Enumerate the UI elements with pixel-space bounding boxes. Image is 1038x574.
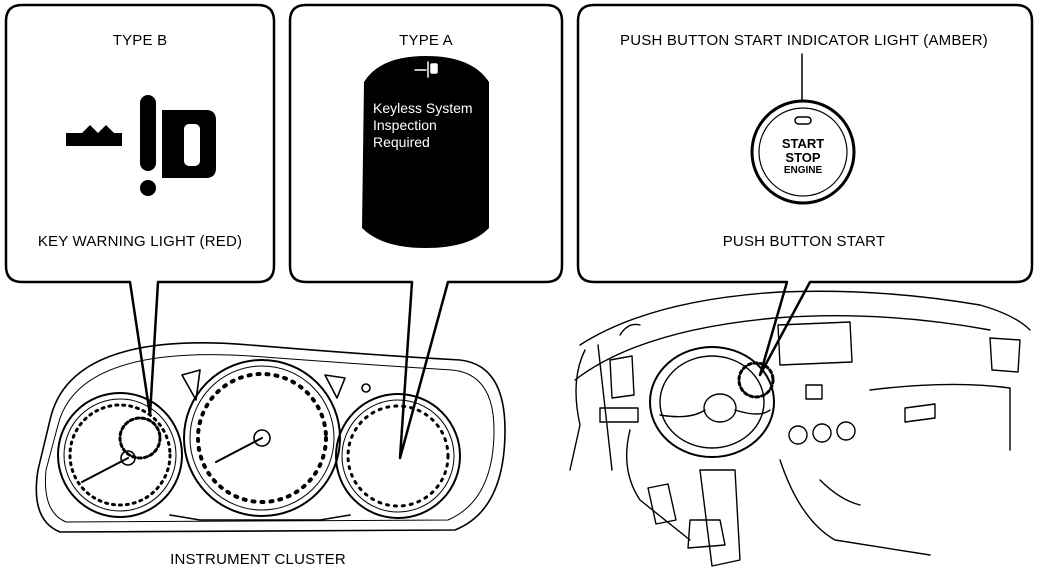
dashboard-illustration <box>569 290 1031 567</box>
push-button-caption: PUSH BUTTON START <box>722 233 886 250</box>
key-warning-caption: KEY WARNING LIGHT (RED) <box>37 233 243 250</box>
amber-indicator-light <box>794 116 812 125</box>
instrument-cluster-caption: INSTRUMENT CLUSTER <box>170 551 346 568</box>
start-button-highlight <box>737 361 775 399</box>
instrument-cluster-illustration <box>35 342 506 533</box>
type-a-title: TYPE A <box>399 32 453 49</box>
screen-message-line-1: Keyless System <box>373 100 473 116</box>
button-label-engine: ENGINE <box>783 165 823 176</box>
screen-message-line-2: Inspection <box>373 117 437 133</box>
button-label-stop: STOP <box>785 150 821 165</box>
key-warning-icon <box>66 95 216 196</box>
screen-key-icon <box>414 61 438 78</box>
type-a-display-screen <box>362 56 489 248</box>
type-b-panel-frame <box>4 3 276 417</box>
push-button-title: PUSH BUTTON START INDICATOR LIGHT (AMBER… <box>620 32 988 49</box>
screen-message-line-3: Required <box>373 134 430 150</box>
key-warning-highlight <box>118 416 162 460</box>
start-stop-button <box>750 99 856 205</box>
button-label-start: START <box>781 136 825 151</box>
type-b-title: TYPE B <box>112 32 168 49</box>
